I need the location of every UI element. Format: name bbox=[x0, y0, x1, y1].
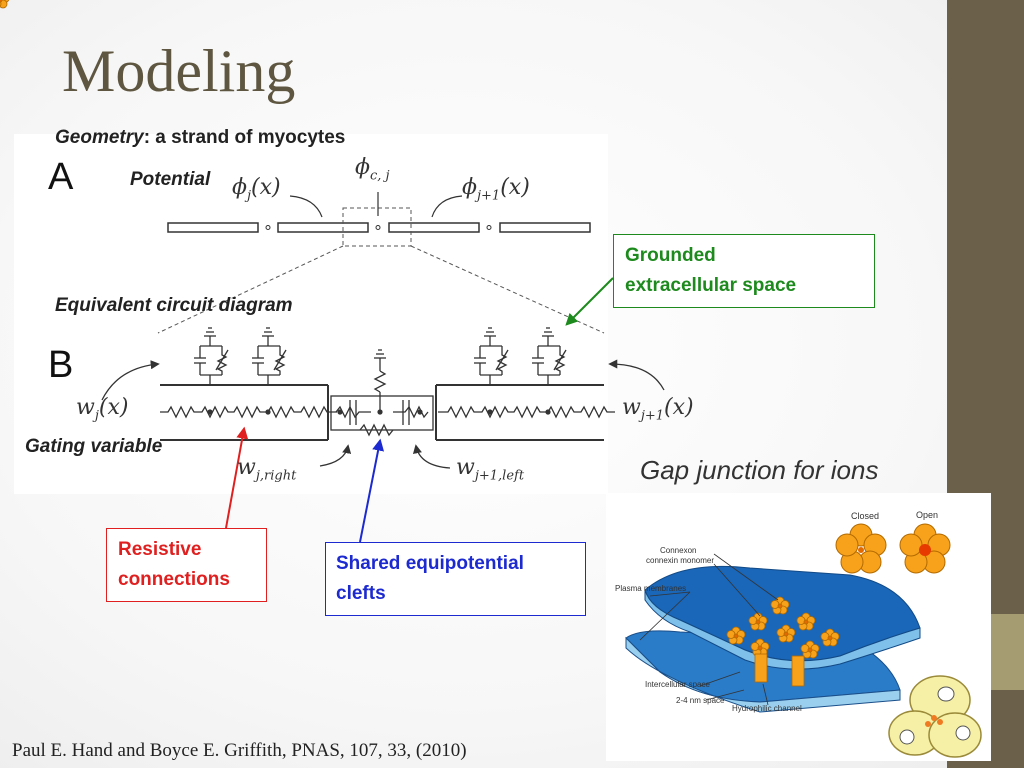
geometry-label: Geometry: a strand of myocytes bbox=[55, 127, 346, 148]
panel-a-label: A bbox=[48, 156, 74, 198]
phi-j1-label: ϕj+1(x) bbox=[462, 175, 530, 204]
cleft-arrow bbox=[359, 438, 385, 543]
w-right-label: wj,right bbox=[237, 455, 297, 484]
citation: Paul E. Hand and Boyce E. Griffith, PNAS… bbox=[12, 740, 467, 761]
panel-b-label: B bbox=[48, 344, 74, 386]
potential-label: Potential bbox=[130, 169, 211, 190]
phi-j-label: ϕj(x) bbox=[232, 175, 281, 204]
myocyte-strand bbox=[167, 222, 591, 233]
resistive-arrow bbox=[225, 426, 249, 529]
nm-space-label: 2-4 nm space bbox=[676, 696, 725, 705]
closed-label: Closed bbox=[851, 511, 880, 521]
circuit-diagram-label: Equivalent circuit diagram bbox=[55, 295, 293, 316]
plasma-membranes-label: Plasma membranes bbox=[615, 584, 687, 593]
open-label: Open bbox=[916, 510, 939, 520]
hydrophilic-channel-label: Hydrophilic channel bbox=[732, 704, 802, 713]
w-j-label: wj(x) bbox=[76, 395, 129, 424]
circuit-diagram-panel bbox=[14, 134, 608, 494]
w-left-label: wj+1,left bbox=[456, 455, 525, 484]
cleft-highlight-box bbox=[342, 207, 412, 247]
slide-title: Modeling bbox=[62, 38, 296, 104]
w-j1-label: wj+1(x) bbox=[622, 395, 694, 424]
gating-variable-label: Gating variable bbox=[25, 436, 163, 457]
sidebar-accent-block bbox=[990, 614, 1024, 690]
grounded-arrow bbox=[565, 277, 614, 326]
circuit-schematic bbox=[160, 327, 615, 441]
connexon-label: Connexon bbox=[660, 546, 697, 555]
intercellular-space-label: Intercellular space bbox=[645, 680, 710, 689]
phi-cleft-label: ϕc, j bbox=[355, 155, 390, 184]
gap-junction-label: Gap junction for ions bbox=[640, 455, 879, 485]
connexin-monomer-label: connexin monomer bbox=[646, 556, 715, 565]
